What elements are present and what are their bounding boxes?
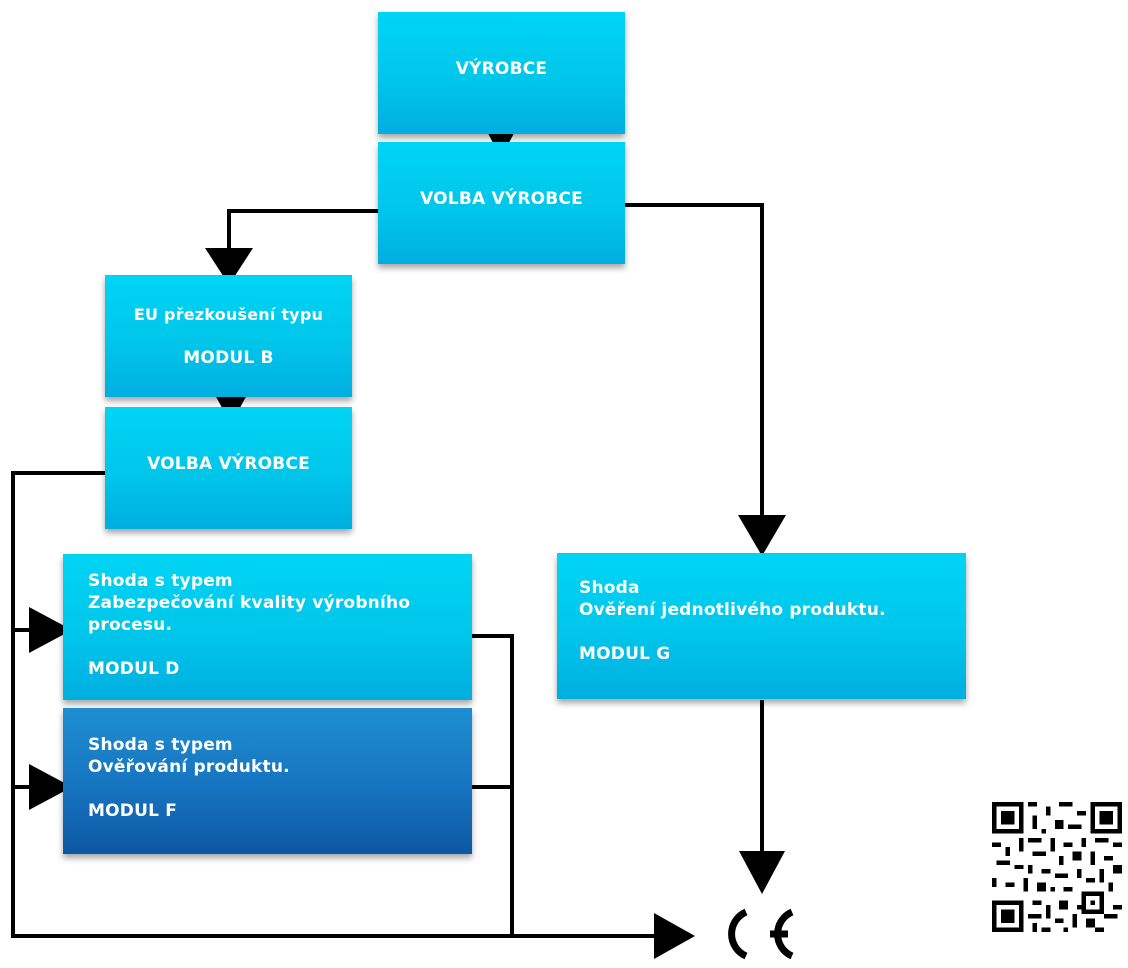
eu-prezkouseni-label: EU přezkoušení typu [133, 304, 324, 324]
modul-d-box: Shoda s typem Zabezpečování kvality výro… [63, 554, 472, 700]
modul-g-line2: Ověření jednotlivého produktu. [579, 600, 886, 620]
connector-volba-mid-to-bus [11, 471, 658, 938]
modul-d-line1: Shoda s typem [88, 571, 233, 591]
modul-d-line2: Zabezpečování kvality výrobního [88, 593, 411, 613]
modul-f-line1: Shoda s typem [88, 735, 233, 755]
modul-f-box: Shoda s typem Ověřování produktu. MODUL … [63, 708, 472, 854]
volba-vyrobce-mid-box: VOLBA VÝROBCE [105, 407, 352, 529]
modul-g-box: Shoda Ověření jednotlivého produktu. MOD… [557, 553, 966, 699]
eu-prezkouseni-box: EU přezkoušení typu MODUL B [105, 275, 352, 397]
vyrobce-box: VÝROBCE [378, 12, 625, 134]
arrowhead-to-ce-from-g [739, 851, 785, 894]
arrowhead-to-modul-d [29, 607, 72, 653]
vyrobce-label: VÝROBCE [455, 59, 548, 79]
modul-f-line2: Ověřování produktu. [88, 757, 290, 777]
connector-volba-to-eu [227, 209, 378, 255]
modul-f-label: MODUL F [88, 801, 178, 821]
modul-d-line3: procesu. [88, 615, 173, 635]
volba-vyrobce-mid-label: VOLBA VÝROBCE [147, 454, 310, 474]
modul-g-label: MODUL G [579, 644, 671, 664]
arrowhead-to-modul-f [29, 764, 72, 810]
volba-vyrobce-top-label: VOLBA VÝROBCE [420, 189, 583, 209]
qr-code-icon [992, 802, 1122, 932]
arrowhead-to-modul-g [738, 515, 786, 556]
ce-mark-icon [728, 908, 794, 960]
arrowhead-to-eu [205, 248, 253, 285]
volba-vyrobce-top-box: VOLBA VÝROBCE [378, 142, 625, 264]
modul-b-label: MODUL B [183, 347, 274, 368]
arrowhead-to-ce-from-bus [654, 913, 695, 959]
connector-modul-d-out [472, 634, 514, 936]
modul-g-line1: Shoda [579, 578, 640, 598]
modul-d-label: MODUL D [88, 659, 180, 679]
connector-volba-to-modul-g [625, 203, 764, 522]
